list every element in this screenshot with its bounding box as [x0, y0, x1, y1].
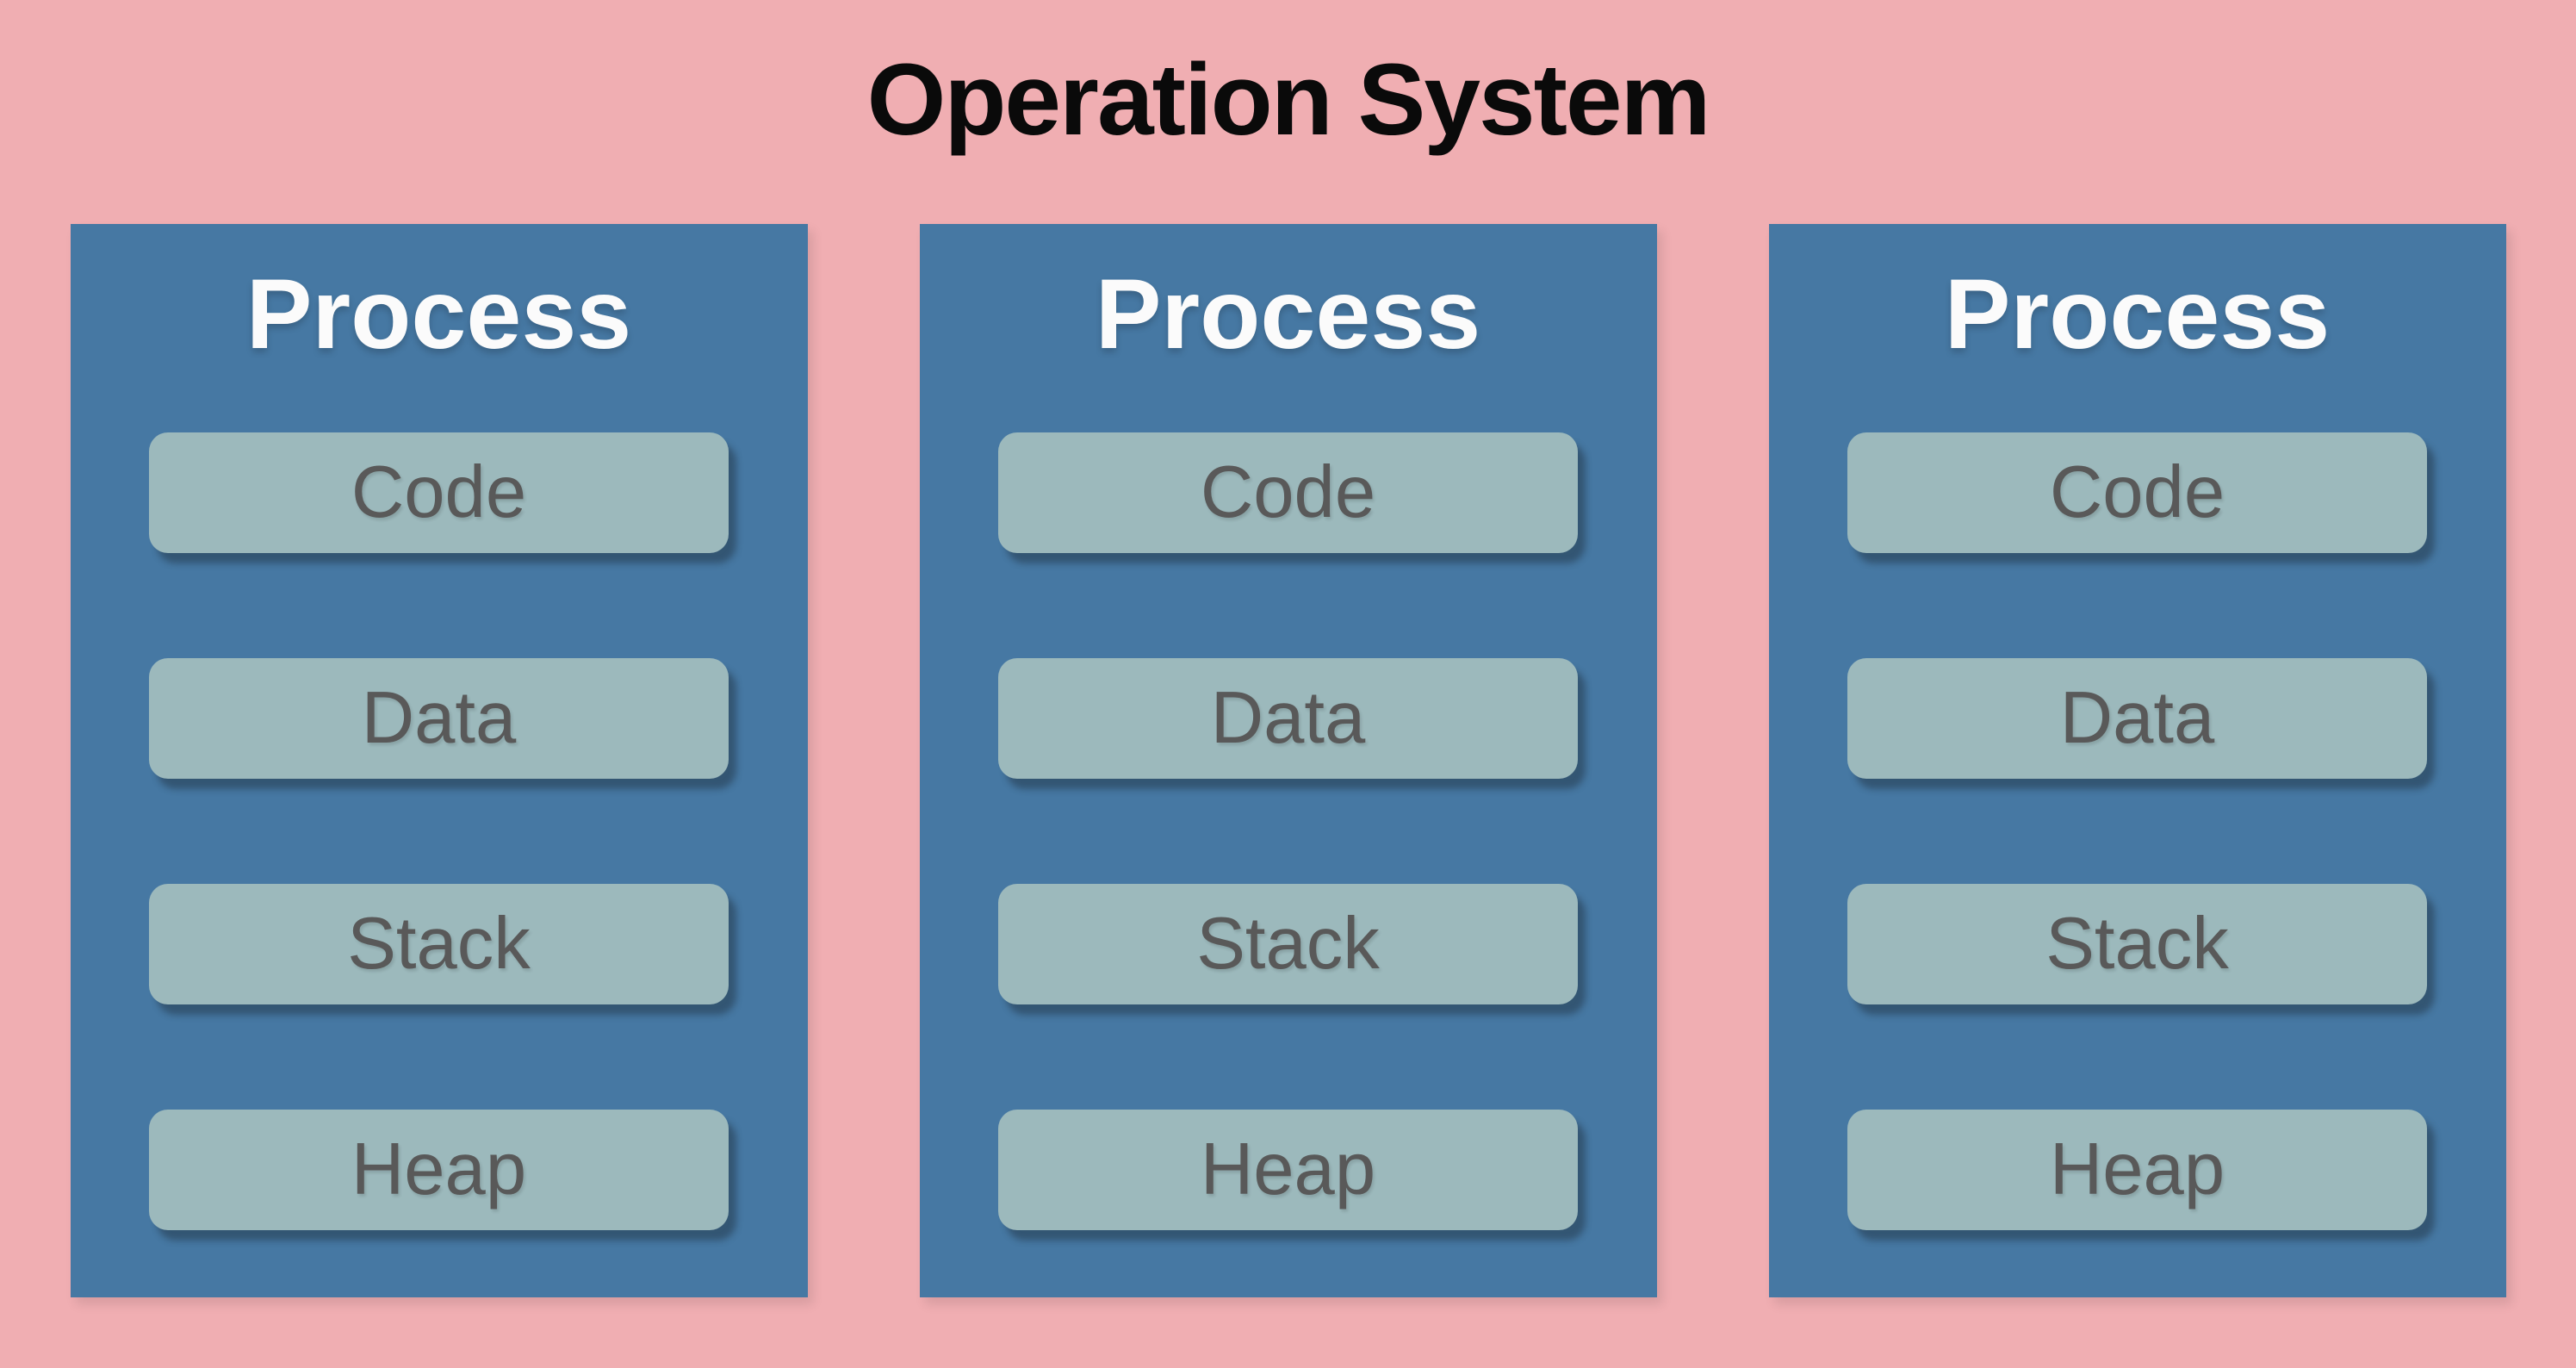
process-card-title: Process — [1944, 258, 2331, 370]
segment-list: Code Data Stack Heap — [920, 432, 1657, 1230]
process-row: Process Code Data Stack Heap Process Cod… — [0, 223, 2576, 1297]
segment-data: Data — [149, 657, 729, 779]
segment-data: Data — [1847, 657, 2427, 779]
segment-list: Code Data Stack Heap — [1769, 432, 2506, 1230]
segment-heap: Heap — [149, 1109, 729, 1230]
segment-heap: Heap — [998, 1109, 1578, 1230]
segment-list: Code Data Stack Heap — [71, 432, 808, 1230]
process-card-title: Process — [245, 258, 632, 370]
segment-stack: Stack — [149, 883, 729, 1004]
segment-data: Data — [998, 657, 1578, 779]
process-card-title: Process — [1095, 258, 1481, 370]
process-card-1: Process Code Data Stack Heap — [70, 223, 808, 1297]
segment-heap: Heap — [1847, 1109, 2427, 1230]
segment-code: Code — [998, 432, 1578, 553]
segment-code: Code — [1847, 432, 2427, 553]
process-card-2: Process Code Data Stack Heap — [919, 223, 1657, 1297]
segment-stack: Stack — [1847, 883, 2427, 1004]
diagram-title: Operation System — [866, 43, 1711, 157]
process-card-3: Process Code Data Stack Heap — [1768, 223, 2506, 1297]
segment-code: Code — [149, 432, 729, 553]
segment-stack: Stack — [998, 883, 1578, 1004]
